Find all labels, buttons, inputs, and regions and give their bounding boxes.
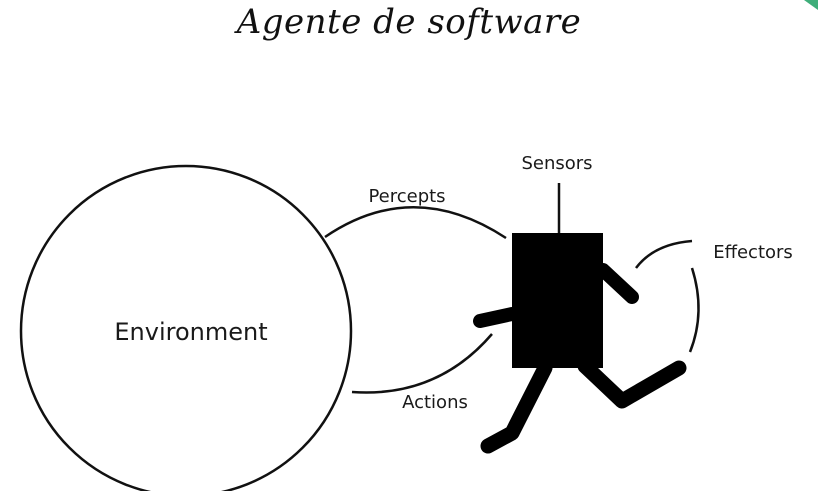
environment-label: Environment: [114, 318, 267, 346]
effectors-arc-lower: [688, 267, 700, 353]
page-title: Agente de software: [236, 2, 582, 42]
corner-accent: [804, 0, 818, 10]
agent-figure: [473, 233, 687, 454]
agent-right-leg: [577, 358, 687, 409]
sensors-label: Sensors: [521, 153, 592, 174]
actions-arc: [351, 333, 493, 394]
effectors-label: Effectors: [713, 242, 793, 263]
agent-body: [512, 233, 603, 368]
agent-left-leg: [480, 360, 553, 454]
agent-left-arm: [473, 307, 519, 328]
percepts-label: Percepts: [368, 186, 445, 207]
actions-label: Actions: [402, 392, 468, 413]
environment-circle: [19, 164, 353, 491]
effectors-arc-upper: [635, 239, 693, 269]
agent-right-arm: [596, 263, 639, 304]
percepts-arc: [324, 206, 507, 240]
